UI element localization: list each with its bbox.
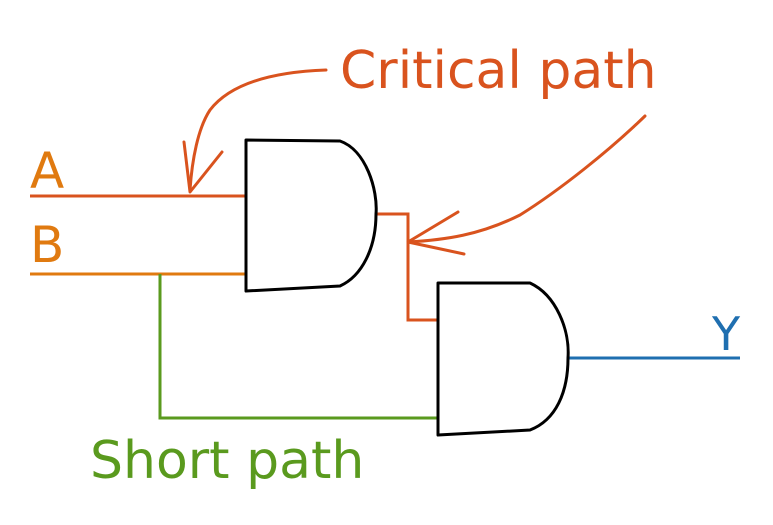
label-short-path: Short path xyxy=(90,431,364,491)
and-gate-2 xyxy=(436,281,570,437)
label-input-a: A xyxy=(30,142,64,200)
arrowhead-a xyxy=(182,140,224,194)
label-output-y: Y xyxy=(711,307,741,361)
arrowhead-critical xyxy=(406,210,466,256)
label-critical-path: Critical path xyxy=(340,41,657,101)
and-gate-1 xyxy=(244,138,378,293)
critical-path-wire xyxy=(376,212,438,322)
short-path-wire xyxy=(158,274,438,420)
arrow-to-input-a xyxy=(188,68,328,192)
arrow-to-critical-wire xyxy=(406,114,647,244)
label-input-b: B xyxy=(30,216,64,274)
